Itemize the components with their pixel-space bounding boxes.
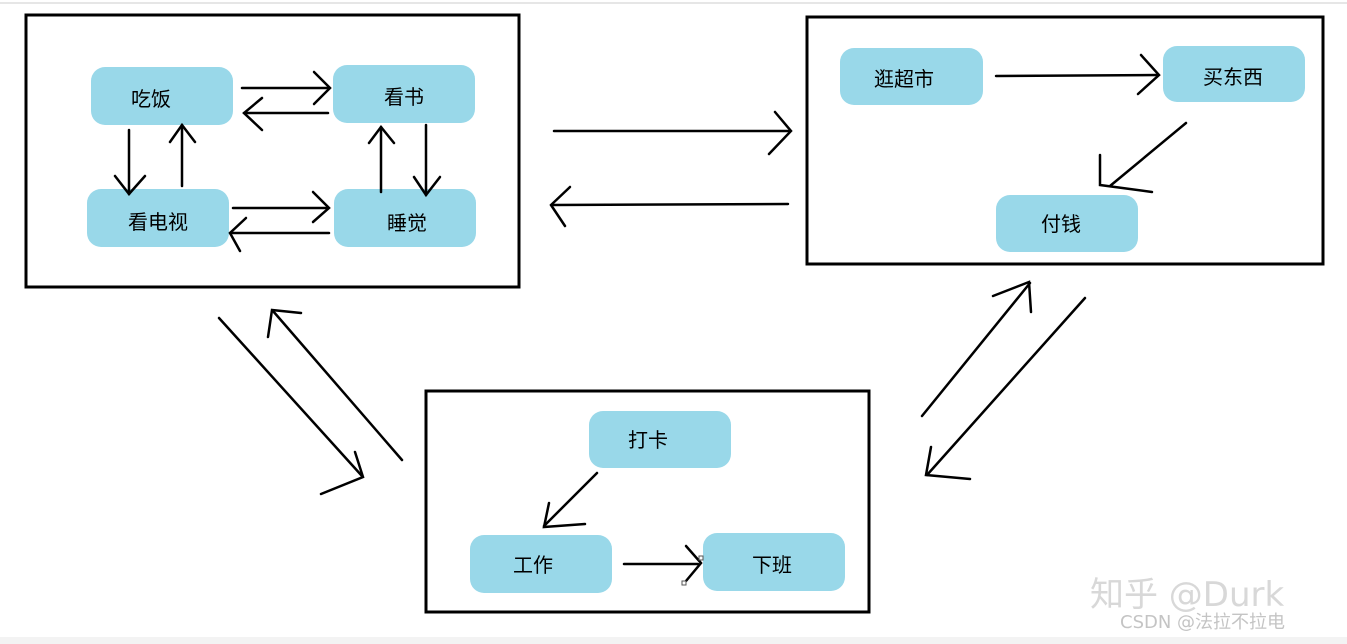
shopping-group-box bbox=[805, 15, 1325, 266]
arrow-tv-to-sleep bbox=[231, 190, 331, 224]
node-sleep-label: 睡觉 bbox=[387, 211, 427, 235]
node-buy: 买东西 bbox=[1163, 46, 1305, 102]
node-pay: 付钱 bbox=[996, 195, 1138, 252]
node-eat: 吃饭 bbox=[91, 67, 233, 125]
node-offduty-label: 下班 bbox=[752, 553, 792, 577]
node-buy-label: 买东西 bbox=[1203, 65, 1263, 89]
node-tv: 看电视 bbox=[87, 189, 229, 247]
node-browse-label: 逛超市 bbox=[874, 67, 934, 91]
arrow-clockin-to-work bbox=[542, 471, 599, 529]
node-work-label: 工作 bbox=[513, 553, 553, 577]
arrow-buy-to-pay bbox=[1098, 121, 1188, 194]
arrow-sleep-to-read bbox=[367, 124, 396, 194]
arrow-eat-to-read bbox=[240, 70, 332, 106]
arrow-browse-to-buy bbox=[994, 53, 1161, 96]
node-read-label: 看书 bbox=[384, 85, 424, 109]
arrow-home-to-work bbox=[217, 316, 365, 496]
arrow-read-to-sleep bbox=[412, 123, 442, 198]
node-browse: 逛超市 bbox=[840, 48, 983, 105]
arrow-work-to-offduty bbox=[622, 544, 703, 583]
node-clockin: 打卡 bbox=[589, 411, 731, 468]
node-read: 看书 bbox=[333, 65, 475, 123]
node-work: 工作 bbox=[470, 535, 612, 593]
watermark-brand: 知乎 @Durk bbox=[1090, 575, 1285, 615]
arrow-work-to-shopping bbox=[920, 280, 1033, 418]
work-group-box bbox=[424, 389, 871, 614]
node-eat-label: 吃饭 bbox=[131, 87, 171, 111]
node-clockin-label: 打卡 bbox=[628, 428, 668, 452]
node-sleep: 睡觉 bbox=[334, 189, 476, 247]
home-group-box bbox=[24, 13, 521, 289]
arrow-tv-to-eat bbox=[168, 122, 197, 188]
arrow-eat-to-tv bbox=[113, 128, 147, 196]
node-pay-label: 付钱 bbox=[1041, 212, 1081, 236]
watermark-credit: CSDN @法拉不拉电 bbox=[1120, 612, 1285, 633]
arrow-read-to-eat bbox=[242, 96, 330, 132]
arrow-sleep-to-tv bbox=[228, 216, 331, 253]
bottom-edge-strip bbox=[0, 637, 1347, 644]
arrow-work-to-home bbox=[266, 308, 404, 462]
node-offduty: 下班 bbox=[703, 533, 845, 591]
handle-marker-top bbox=[698, 555, 704, 561]
arrow-shopping-to-home bbox=[549, 185, 790, 228]
handle-marker-bottom bbox=[681, 580, 687, 586]
arrow-shopping-to-work bbox=[924, 296, 1087, 481]
node-tv-label: 看电视 bbox=[128, 210, 188, 234]
arrow-home-to-shopping bbox=[552, 110, 793, 156]
